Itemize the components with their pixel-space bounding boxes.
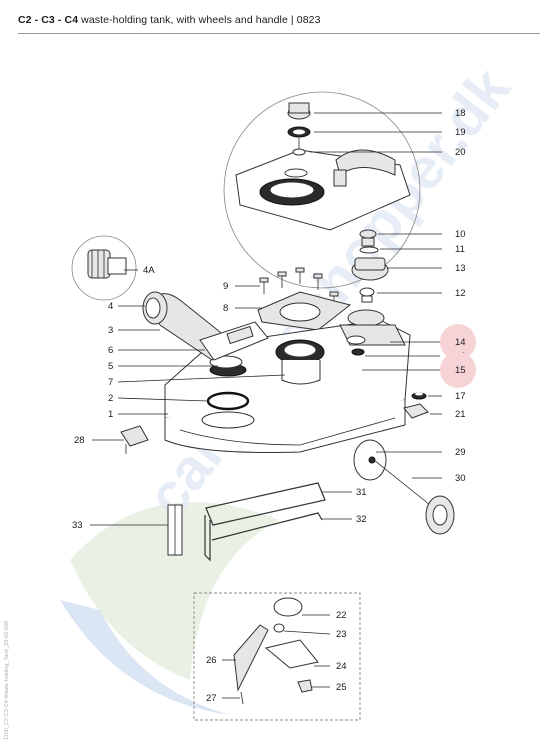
detail-circle-4a — [71, 235, 137, 301]
callout-label-14: 14 — [455, 337, 466, 348]
detail-circle-top — [223, 91, 421, 289]
handle — [167, 482, 326, 562]
valve-parts — [351, 229, 389, 303]
callout-label-11: 11 — [455, 244, 465, 255]
callout-label-30: 30 — [455, 473, 466, 484]
callout-label-29: 29 — [455, 447, 466, 458]
pour-spout — [142, 291, 269, 361]
callout-label-33: 33 — [72, 520, 83, 531]
page-title-description: waste-holding tank, with wheels and hand… — [78, 14, 321, 26]
small-parts — [120, 392, 429, 454]
callout-label-31: 31 — [356, 487, 367, 498]
cover-plate — [257, 291, 352, 331]
callout-label-32: 32 — [356, 514, 367, 525]
callout-label-6: 6 — [108, 345, 113, 356]
callout-label-10: 10 — [455, 229, 466, 240]
callout-highlight-15 — [440, 352, 476, 388]
callout-label-19: 19 — [455, 127, 466, 138]
callout-label-12: 12 — [455, 288, 466, 299]
callout-label-15: 15 — [455, 365, 466, 376]
callout-label-3: 3 — [108, 325, 113, 336]
callout-label-25: 25 — [336, 682, 347, 693]
callout-label-26: 26 — [206, 655, 217, 666]
callout-label-28: 28 — [74, 435, 85, 446]
callout-highlight-14 — [440, 324, 476, 360]
page-title: C2 - C3 - C4 waste-holding tank, with wh… — [18, 14, 321, 26]
callout-label-21: 21 — [455, 409, 466, 420]
callout-label-17: 17 — [455, 391, 466, 402]
callout-label-8: 8 — [223, 303, 228, 314]
callout-label-20: 20 — [455, 147, 466, 158]
callout-label-22: 22 — [336, 610, 347, 621]
callout-label-18: 18 — [455, 108, 466, 119]
leader-lines — [90, 112, 442, 699]
callout-label-23: 23 — [336, 629, 347, 640]
page-title-models: C2 - C3 - C4 — [18, 14, 79, 26]
document-reference: 1100_C2-C3-C4-Waste-holding_Tank_20-05-0… — [4, 620, 10, 740]
callout-label-9: 9 — [223, 281, 228, 292]
callout-label-1: 1 — [108, 409, 113, 420]
callout-label-13: 13 — [455, 263, 466, 274]
title-divider — [18, 33, 540, 34]
callout-label-2: 2 — [108, 393, 113, 404]
side-note: 1100_C2-C3-C4-Waste-holding_Tank_20-05-0… — [4, 600, 16, 745]
callout-labels: 181920101113124A984365714161517212128293… — [72, 108, 476, 704]
callout-label-4: 4 — [108, 301, 113, 312]
wheels-and-axle — [353, 439, 455, 535]
bottom-detail-box — [193, 592, 361, 721]
callout-label-7: 7 — [108, 377, 113, 388]
callout-label-5: 5 — [108, 361, 113, 372]
callout-label-24: 24 — [336, 661, 347, 672]
callout-label-27: 27 — [206, 693, 217, 704]
callout-label-4A: 4A — [143, 265, 155, 276]
